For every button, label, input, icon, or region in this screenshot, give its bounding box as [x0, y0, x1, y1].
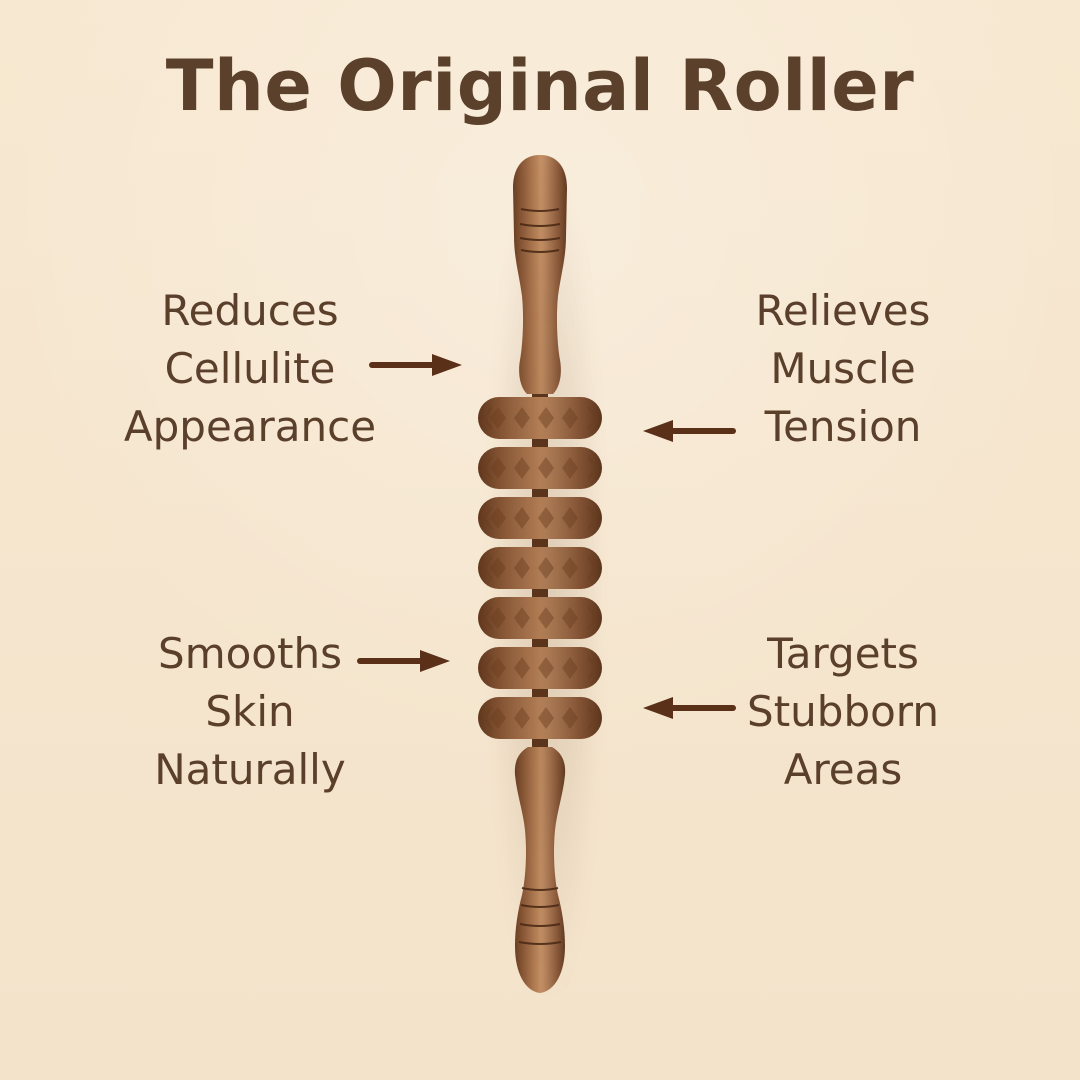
- wooden-roller: [455, 150, 625, 1000]
- top-handle-shine: [513, 155, 567, 394]
- benefit-line: Appearance: [123, 402, 377, 451]
- benefit-smooths-skin: Smooths Skin Naturally: [110, 625, 390, 799]
- roller-shadow: [491, 170, 601, 990]
- benefit-targets-areas: Targets Stubborn Areas: [703, 625, 983, 799]
- roller-wheel: [478, 497, 602, 539]
- wooden-roller-icon: [478, 155, 602, 993]
- benefit-reduces-cellulite: Reduces Cellulite Appearance: [110, 282, 390, 456]
- roller-wheels: [478, 397, 602, 739]
- benefit-relieves-tension: Relieves Muscle Tension: [703, 282, 983, 456]
- benefit-line: Naturally: [154, 745, 346, 794]
- benefit-line: Smooths: [158, 629, 342, 678]
- roller-wheel: [478, 597, 602, 639]
- benefit-line: Muscle: [770, 344, 916, 393]
- arrow-icon: [643, 697, 736, 719]
- benefit-line: Stubborn: [747, 687, 939, 736]
- bottom-handle-shine: [514, 747, 566, 993]
- roller-wheel: [478, 547, 602, 589]
- benefit-line: Relieves: [755, 286, 931, 335]
- arrow-icon: [643, 420, 736, 442]
- benefit-line: Tension: [764, 402, 922, 451]
- arrow-icon: [369, 354, 462, 376]
- benefit-line: Skin: [205, 687, 295, 736]
- roller-wheel: [478, 447, 602, 489]
- arrow-icon: [357, 650, 450, 672]
- page-title: The Original Roller: [165, 45, 915, 127]
- benefit-line: Areas: [783, 745, 903, 794]
- benefit-line: Cellulite: [164, 344, 336, 393]
- benefit-line: Targets: [767, 629, 919, 678]
- roller-wheel: [478, 397, 602, 439]
- roller-wheel: [478, 647, 602, 689]
- benefit-line: Reduces: [161, 286, 339, 335]
- roller-wheel: [478, 697, 602, 739]
